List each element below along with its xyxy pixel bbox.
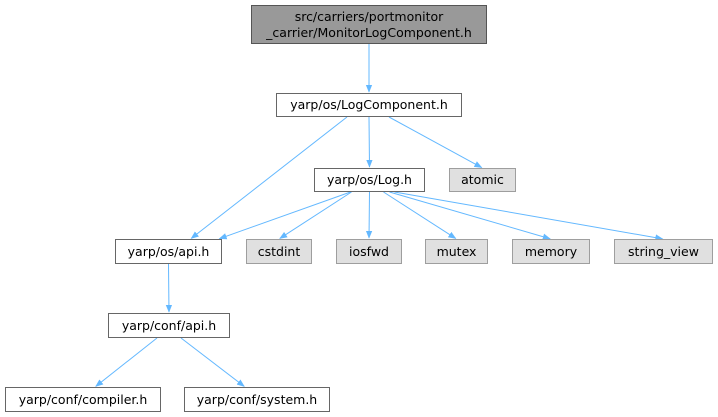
node-conf-system-h[interactable]: yarp/conf/system.h: [184, 387, 330, 412]
node-os-api-h[interactable]: yarp/os/api.h: [115, 239, 222, 264]
root-file-label-line1: src/carriers/portmonitor: [294, 8, 444, 24]
edge-log-to-cstdint: [279, 191, 352, 239]
node-mutex: mutex: [425, 239, 488, 264]
node-log-h[interactable]: yarp/os/Log.h: [314, 168, 425, 192]
node-iosfwd: iosfwd: [336, 239, 402, 264]
edge-log-to-mutex: [383, 191, 457, 239]
edge-log-component-to-os-api: [190, 116, 348, 239]
root-file-label-line2: _carrier/MonitorLogComponent.h: [266, 24, 472, 40]
node-string-view: string_view: [614, 239, 713, 264]
node-cstdint: cstdint: [246, 239, 312, 264]
edge-log-to-os-api: [218, 191, 351, 240]
edge-conf-api-to-compiler: [95, 337, 158, 387]
root-file-node: src/carriers/portmonitor _carrier/Monito…: [251, 5, 487, 44]
node-conf-api-h[interactable]: yarp/conf/api.h: [108, 313, 230, 338]
node-conf-compiler-h[interactable]: yarp/conf/compiler.h: [5, 387, 161, 412]
node-atomic: atomic: [449, 168, 516, 192]
node-memory: memory: [512, 239, 590, 264]
node-log-component-h[interactable]: yarp/os/LogComponent.h: [276, 93, 462, 117]
edge-log-component-to-atomic: [388, 116, 483, 168]
edge-log-to-memory: [389, 191, 551, 240]
edge-log-to-string-view: [394, 191, 664, 241]
edge-conf-api-to-system: [180, 337, 245, 387]
